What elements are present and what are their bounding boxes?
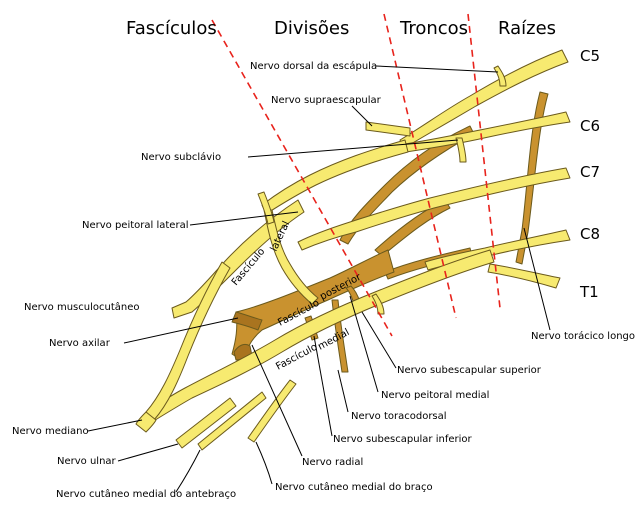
label-supraescapular: Nervo supraescapular xyxy=(271,95,382,106)
label-subescapular-superior: Nervo subescapular superior xyxy=(397,365,542,376)
yellow-nerves xyxy=(135,49,571,451)
t1-root xyxy=(487,263,561,289)
leader-cutaneo-braco xyxy=(255,441,273,485)
leader-subescapular-inferior xyxy=(313,335,333,437)
divider-divisoes-troncos xyxy=(383,13,457,319)
label-cutaneo-antebraco: Nervo cutâneo medial do antebraço xyxy=(56,488,236,500)
median-nerve xyxy=(135,411,157,433)
label-peitoral-lateral: Nervo peitoral lateral xyxy=(82,220,188,231)
leader-dorsal-escapula xyxy=(375,65,499,73)
leader-peitoral-medial xyxy=(349,295,379,393)
column-headers: Fascículos Divisões Troncos Raízes xyxy=(126,18,556,39)
nerve-labels: Nervo dorsal da escápula Nervo supraesca… xyxy=(12,60,635,500)
label-dorsal-escapula: Nervo dorsal da escápula xyxy=(250,60,377,72)
label-musculocutaneo: Nervo musculocutâneo xyxy=(24,301,139,313)
root-label-c8: C8 xyxy=(580,225,600,243)
suprascapular xyxy=(365,121,411,137)
division-dividers xyxy=(211,13,501,337)
label-subescapular-inferior: Nervo subescapular inferior xyxy=(333,434,473,445)
ulnar-nerve xyxy=(175,397,237,449)
leader-axilar xyxy=(123,317,239,344)
dorsal-scapular xyxy=(493,65,507,87)
subclavian-stub xyxy=(455,137,467,163)
leader-toracico-longo xyxy=(523,227,551,331)
divider-troncos-raizes xyxy=(467,13,501,309)
leader-toracodorsal xyxy=(337,369,349,413)
forearm-cutaneous xyxy=(197,391,267,451)
median-loop xyxy=(263,209,319,305)
medial-pectoral-stub xyxy=(371,293,385,315)
label-toracico-longo: Nervo torácico longo xyxy=(531,330,635,342)
leader-cutaneo-antebraco xyxy=(175,449,201,493)
root-label-t1: T1 xyxy=(579,283,599,301)
leader-subescapular-superior xyxy=(361,311,397,369)
c7-root-middle-trunk xyxy=(297,167,571,251)
header-fasciculos: Fascículos xyxy=(126,18,217,39)
header-divisoes: Divisões xyxy=(274,18,349,39)
leader-ulnar xyxy=(117,443,179,462)
label-subclavio: Nervo subclávio xyxy=(141,151,221,163)
label-peitoral-medial: Nervo peitoral medial xyxy=(381,390,489,401)
root-label-c7: C7 xyxy=(580,163,600,181)
leader-radial xyxy=(251,344,303,457)
lateral-pectoral-stub xyxy=(257,191,275,225)
root-label-c5: C5 xyxy=(580,47,600,65)
leader-supraescapular xyxy=(351,105,373,127)
root-labels: C5 C6 C7 C8 T1 xyxy=(579,47,600,301)
label-ulnar: Nervo ulnar xyxy=(57,456,117,467)
leader-subclavio xyxy=(247,139,459,158)
label-toracodorsal: Nervo toracodorsal xyxy=(351,411,447,422)
leader-peitoral-lateral xyxy=(189,211,299,226)
leader-lines xyxy=(87,65,551,493)
root-label-c6: C6 xyxy=(580,117,600,135)
upper-trunk xyxy=(261,139,409,215)
leader-mediano xyxy=(87,419,143,432)
label-mediano: Nervo mediano xyxy=(12,426,89,437)
label-cutaneo-braco: Nervo cutâneo medial do braço xyxy=(275,481,433,493)
divider-fasciculos-divisoes xyxy=(211,19,393,337)
header-raizes: Raízes xyxy=(498,18,556,39)
label-axilar: Nervo axilar xyxy=(49,338,111,349)
label-radial: Nervo radial xyxy=(302,457,363,468)
axillary-nerve-shape xyxy=(231,311,263,331)
header-troncos: Troncos xyxy=(399,18,468,39)
